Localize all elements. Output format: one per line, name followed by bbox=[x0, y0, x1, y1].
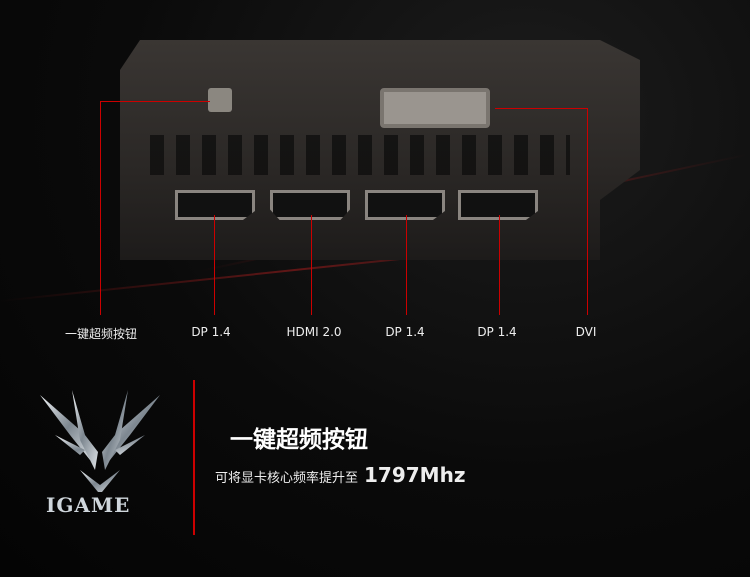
callout-line bbox=[100, 101, 101, 315]
igame-logo-text: IGAME bbox=[46, 493, 131, 517]
igame-logo-icon bbox=[40, 390, 160, 492]
port-label-overclock-button: 一键超频按钮 bbox=[64, 327, 138, 341]
callout-line bbox=[100, 101, 210, 102]
callout-line bbox=[495, 108, 587, 109]
callout-line bbox=[311, 215, 312, 315]
feature-description-text: 可将显卡核心频率提升至 bbox=[215, 471, 359, 486]
boost-frequency: 1797Mhz bbox=[364, 463, 466, 487]
dp-port-image bbox=[175, 190, 255, 220]
dp-port-image bbox=[365, 190, 445, 220]
dvi-port-image bbox=[380, 88, 490, 128]
divider-line bbox=[193, 380, 195, 535]
hdmi-port-image bbox=[270, 190, 350, 220]
callout-line bbox=[587, 108, 588, 315]
dp-port-image bbox=[458, 190, 538, 220]
overclock-button-image bbox=[208, 88, 232, 112]
feature-title: 一键超频按钮 bbox=[230, 427, 368, 453]
callout-line bbox=[499, 215, 500, 315]
port-label-dp: DP 1.4 bbox=[477, 325, 517, 339]
port-label-hdmi: HDMI 2.0 bbox=[286, 325, 342, 339]
port-label-dp: DP 1.4 bbox=[385, 325, 425, 339]
callout-line bbox=[214, 215, 215, 315]
port-label-dp: DP 1.4 bbox=[191, 325, 231, 339]
feature-description: 可将显卡核心频率提升至 1797Mhz bbox=[215, 463, 465, 487]
callout-line bbox=[406, 215, 407, 315]
port-label-dvi: DVI bbox=[575, 325, 597, 339]
